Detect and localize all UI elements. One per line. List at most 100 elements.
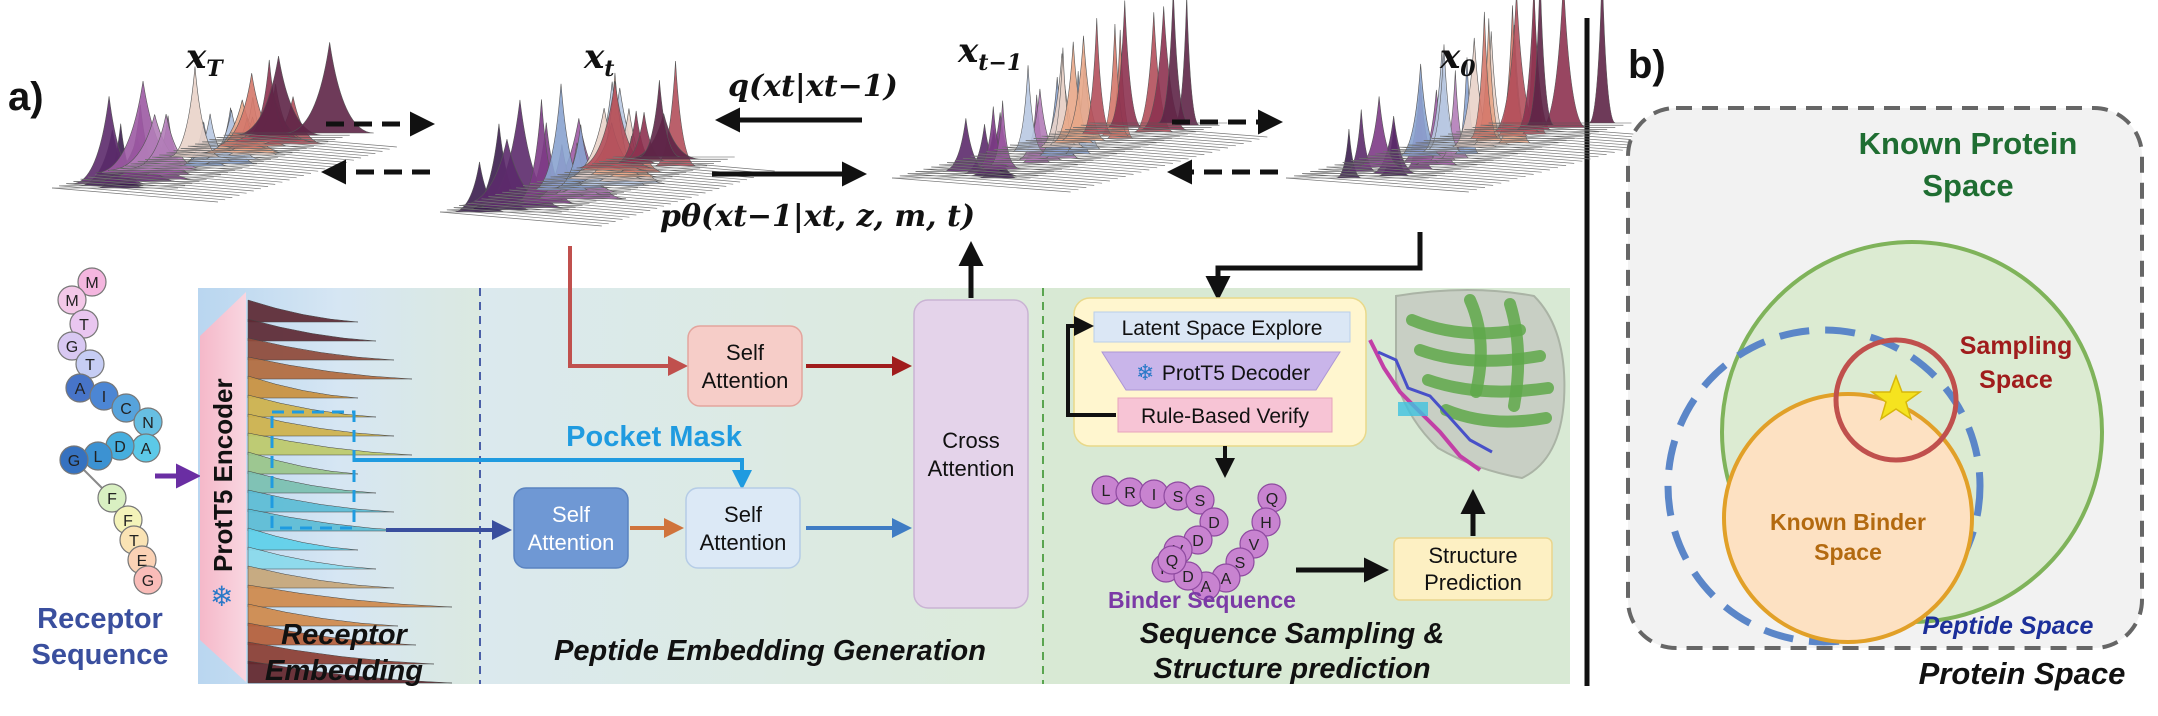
- ridge-baseline: [1472, 127, 1656, 142]
- ridge-baseline: [87, 176, 254, 192]
- residue-letter: E: [137, 553, 148, 570]
- residue-bead: [97, 483, 127, 513]
- pocket-mask-region: [270, 410, 356, 530]
- ridge-peak: [1480, 0, 1624, 126]
- svg-text:x0: x0: [1439, 37, 1476, 82]
- residue-letter: F: [123, 513, 133, 530]
- ridge-baseline: [1318, 168, 1502, 184]
- label-x0: x0: [1439, 37, 1476, 82]
- decoder-snowflake-icon: ❄: [1136, 360, 1154, 385]
- ridge-baseline: [923, 168, 1103, 184]
- self-attention-right-label-2: Attention: [700, 530, 787, 555]
- self-attention-left: [513, 487, 629, 569]
- ridge-baseline: [962, 157, 1142, 173]
- sampling-section-label-2: Structure prediction: [1153, 653, 1430, 685]
- arrow-x0-to-sampling: [1205, 232, 1423, 301]
- cross-attention-block: [913, 299, 1029, 609]
- ridge-baseline: [1448, 133, 1631, 149]
- ridge-baseline: [488, 196, 651, 211]
- residue-letter: A: [141, 441, 152, 458]
- residue-letter: T: [129, 533, 139, 550]
- ridge-baseline: [173, 150, 340, 165]
- self-attention-right-label-1: Self: [724, 502, 763, 527]
- embedding-peak: [247, 375, 359, 399]
- label-xT-base: x: [185, 37, 207, 77]
- residue-letter: M: [85, 275, 98, 292]
- protein-space-label: Protein Space: [1919, 656, 2126, 691]
- peptide-space-label: Peptide Space: [1923, 612, 2094, 640]
- arrow-verify-loop: [1066, 316, 1116, 417]
- ridge-plot-xtm1: [891, 0, 1268, 193]
- residue-letter: F: [107, 491, 117, 508]
- star-icon: [1869, 373, 1923, 421]
- binder-residue-letter: S: [1235, 555, 1246, 572]
- ridge-baseline: [73, 181, 240, 196]
- pocket-highlight: [1398, 402, 1428, 416]
- rule-verify-label: Rule-Based Verify: [1141, 405, 1310, 428]
- residue-letter: T: [79, 317, 89, 334]
- self-attention-top-label-1: Self: [726, 340, 765, 365]
- binder-sequence-label: Binder Sequence: [1108, 587, 1296, 613]
- ridge-peak: [230, 42, 374, 134]
- ridge-baseline: [978, 153, 1158, 169]
- beta-strand: [1440, 404, 1552, 428]
- ridge-baseline: [1010, 144, 1189, 160]
- embedding-peak: [247, 470, 377, 494]
- ridge-baseline: [144, 159, 312, 174]
- label-xt-base: x: [583, 37, 605, 77]
- ridge-baseline: [467, 202, 630, 218]
- ridge-baseline: [947, 162, 1126, 177]
- label-xT-sub: T: [206, 56, 224, 82]
- ridge-plot-xt: [439, 60, 775, 227]
- ridge-baseline: [453, 207, 616, 222]
- self-attention-left-label-2: Attention: [528, 530, 615, 555]
- embedding-peak: [247, 413, 395, 437]
- sampling-space-label-2: Space: [1979, 366, 2053, 394]
- known-binder-label-1: Known Binder: [1770, 509, 1926, 535]
- panel-b-label: b): [1628, 43, 1666, 87]
- ridge-baseline: [1072, 127, 1252, 142]
- rule-verify-box: [1117, 397, 1333, 433]
- ridge-baseline: [474, 200, 637, 216]
- residue-bead: [111, 393, 141, 423]
- ridge-baseline: [522, 185, 685, 200]
- ridge-peak: [440, 161, 562, 213]
- embedding-peak: [247, 356, 413, 380]
- ridge-baseline: [931, 166, 1110, 182]
- ridge-baseline: [1285, 177, 1469, 193]
- embedding-peak: [247, 299, 359, 323]
- residue-bead: [133, 565, 163, 595]
- residue-letter: M: [65, 293, 78, 310]
- ridge-baseline: [209, 139, 376, 154]
- binder-residue-bead: [1185, 485, 1215, 515]
- beta-strand: [1422, 374, 1554, 398]
- residue-letter: G: [66, 339, 78, 356]
- ridge-baseline: [166, 152, 333, 168]
- label-x0-sub: 0: [1460, 56, 1476, 82]
- binder-residue-letter: I: [1152, 487, 1156, 504]
- label-xt-sub: t: [604, 56, 614, 82]
- ridge-baseline: [1350, 160, 1534, 175]
- sampling-circle: [1833, 337, 1959, 463]
- ridge-baseline: [460, 205, 623, 220]
- ridge-baseline: [1415, 142, 1599, 158]
- receptor-sequence-label-2: Sequence: [32, 639, 169, 671]
- residue-letter: G: [68, 453, 80, 470]
- ridge-baseline: [1375, 153, 1559, 169]
- label-xtm1-base: x: [957, 31, 979, 71]
- complex-structure-image: [1368, 289, 1566, 480]
- ridge-peak: [1025, 35, 1165, 141]
- ridge-baseline: [216, 137, 383, 152]
- self-attention-right: [685, 487, 801, 569]
- embedding-peak: [247, 565, 395, 589]
- ridge-baseline: [1423, 140, 1607, 155]
- ridge-baseline: [1080, 124, 1260, 140]
- ridge-baseline: [543, 178, 706, 194]
- label-xT: xT: [185, 37, 224, 82]
- self-attention-top: [687, 325, 803, 407]
- prott5-encoder-label: ProtT5 Encoder: [208, 378, 238, 572]
- ridge-baseline: [529, 183, 692, 198]
- ridge-baseline: [94, 174, 261, 190]
